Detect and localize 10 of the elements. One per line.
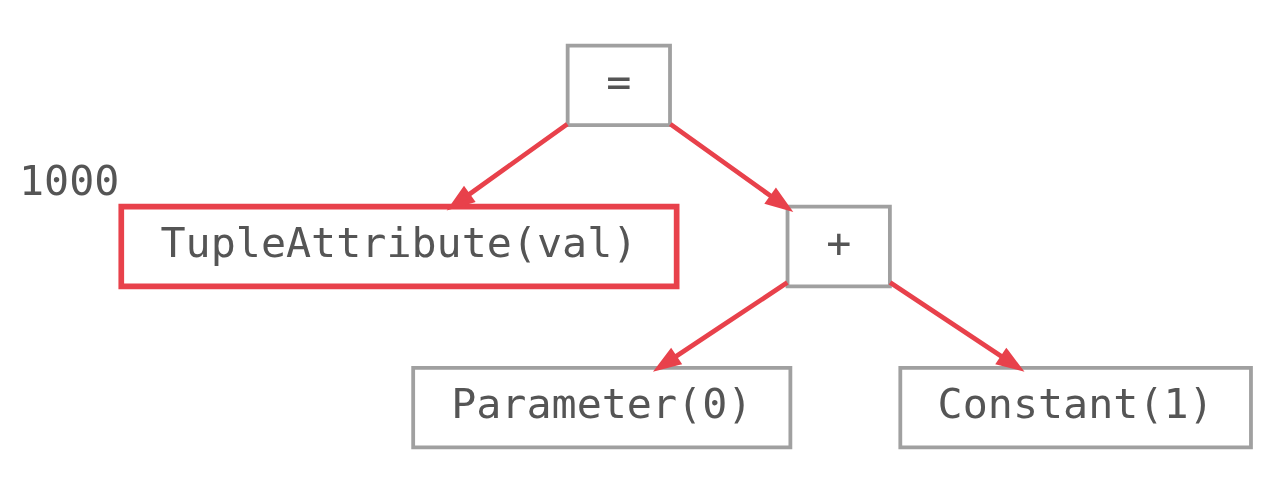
- node-label: 1000: [18, 155, 120, 205]
- arrow: [888, 280, 1025, 372]
- node-box: =: [565, 43, 672, 127]
- node-box: Parameter(0): [411, 365, 793, 449]
- node-box: +: [785, 204, 892, 288]
- arrow: [669, 121, 794, 212]
- node-box: Constant(1): [898, 365, 1253, 449]
- node-box: TupleAttribute(val): [118, 203, 680, 289]
- arrow: [446, 121, 569, 210]
- arrow: [652, 280, 789, 372]
